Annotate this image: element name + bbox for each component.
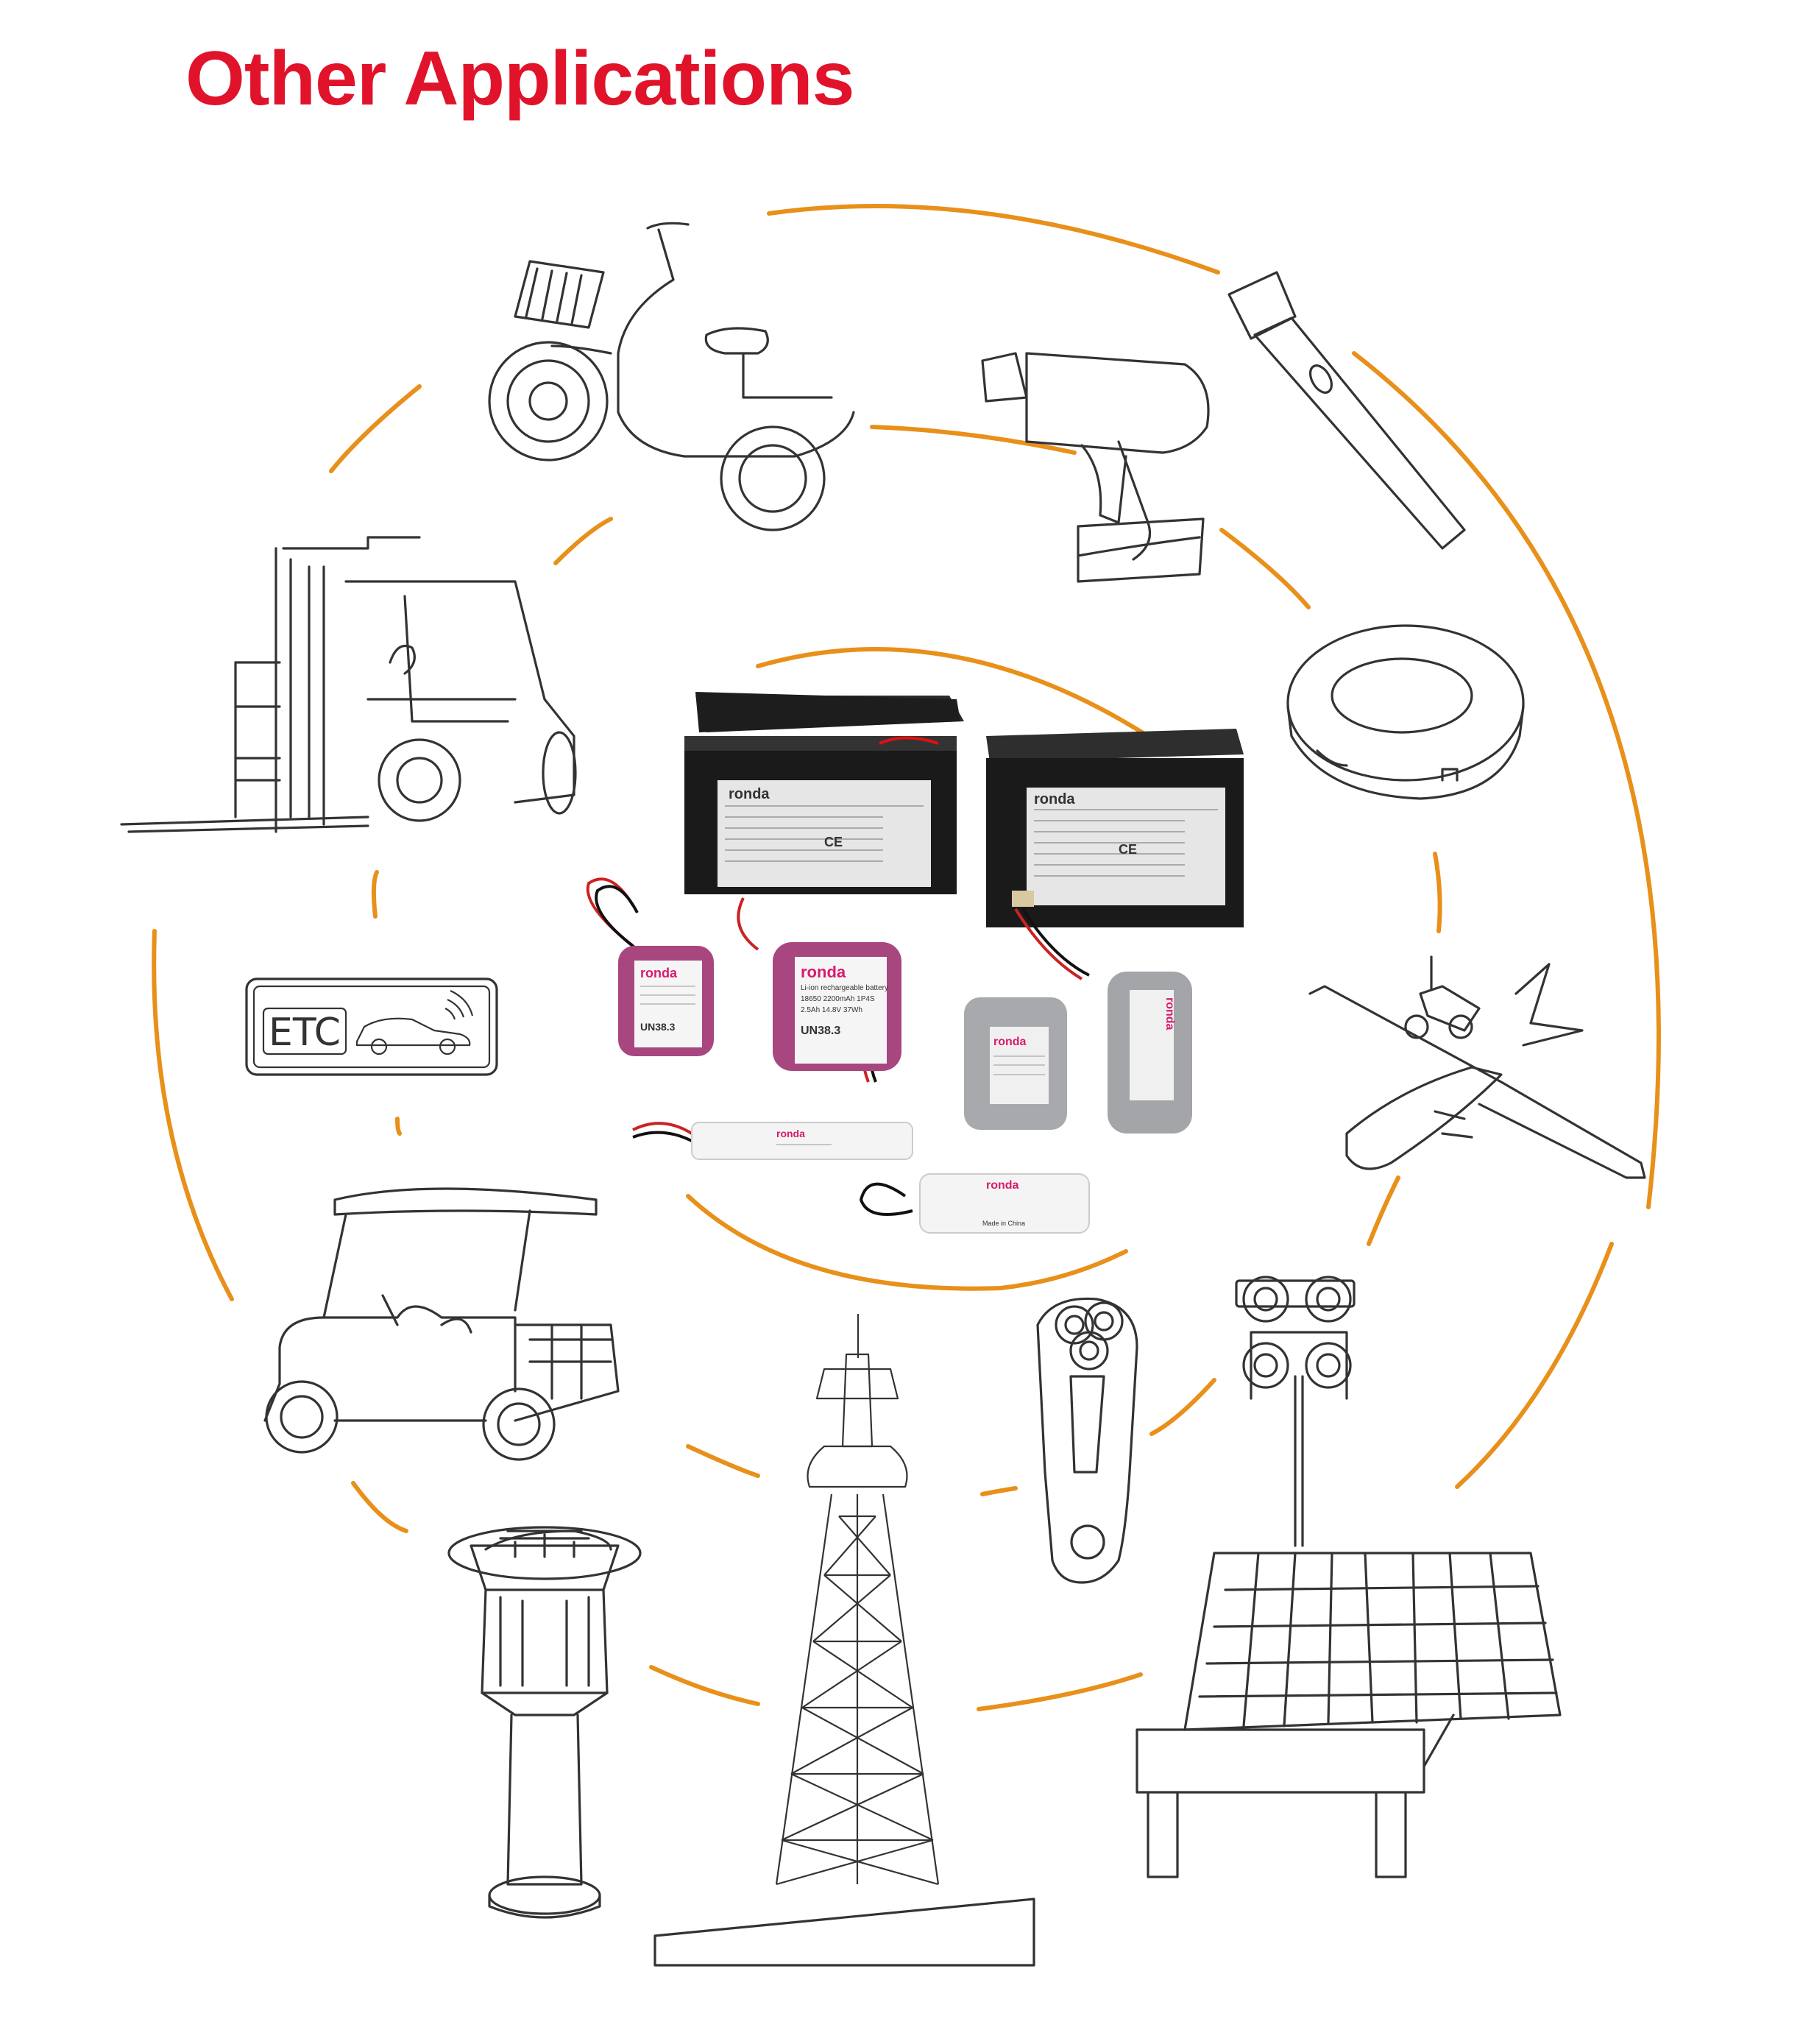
pink2-line1: Li-ion rechargeable battery <box>801 984 888 992</box>
mid-arc-1 <box>553 517 613 565</box>
stick1-brand: ronda <box>776 1128 805 1139</box>
forklift-icon <box>120 536 577 833</box>
etc-text: ETC <box>269 1011 341 1055</box>
outer-arc-left <box>152 929 234 1301</box>
airplane-icon <box>1308 955 1646 1179</box>
power-drill-icon <box>981 352 1210 583</box>
pink2-line2: 18650 2200mAh 1P4S <box>801 995 875 1003</box>
mid-arc-10 <box>395 1117 402 1136</box>
mid-arc-6 <box>1149 1378 1216 1436</box>
golf-cart-icon <box>263 1187 620 1461</box>
mid-arc-8 <box>686 1444 760 1478</box>
orange-circle-arcs <box>152 204 1661 1711</box>
stick2-brand: ronda <box>986 1179 1019 1192</box>
etc-sign: ETC <box>245 977 498 1076</box>
outer-arc-lower-left <box>351 1481 408 1533</box>
car-icon <box>355 1017 471 1055</box>
mid-arc-2 <box>870 425 1077 455</box>
pink2-brand: ronda <box>801 963 846 981</box>
outer-arc-bottom-left <box>649 1665 760 1706</box>
sla-battery-closed: ronda CE <box>986 729 1244 927</box>
electric-scooter-icon <box>488 222 855 531</box>
page-title: Other Applications <box>185 36 854 121</box>
electric-shaver-icon <box>1036 1297 1138 1584</box>
li-ion-pack-pink-1: ronda UN38.3 <box>618 946 714 1056</box>
outer-arc-right <box>1352 351 1661 1209</box>
mid-arc-4 <box>1433 852 1442 933</box>
mid-arc-5 <box>1367 1175 1400 1246</box>
robot-vacuum-icon <box>1286 624 1525 800</box>
sla-battery-open-lid: ronda CE <box>684 692 964 894</box>
silver2-brand: ronda <box>1163 997 1176 1030</box>
li-ion-pack-silver-1: ronda <box>964 997 1067 1130</box>
inner-arc-top <box>756 647 1150 738</box>
mid-arc-3 <box>1219 528 1311 609</box>
sla2-brand: ronda <box>1034 791 1075 807</box>
outer-arc-lower-right <box>1455 1242 1614 1489</box>
outer-arc-upper-left <box>329 384 422 473</box>
ni-mh-stick-pack-2: ronda Made in China <box>919 1173 1090 1234</box>
pink1-un: UN38.3 <box>640 1021 676 1033</box>
mid-arc-7 <box>980 1486 1018 1496</box>
ni-mh-stick-pack-1: ronda <box>691 1122 913 1160</box>
pink2-un: UN38.3 <box>801 1025 840 1037</box>
outer-arc-top <box>767 204 1220 275</box>
stick2-made: Made in China <box>982 1220 1025 1227</box>
li-ion-pack-pink-2: ronda Li-ion rechargeable battery 18650 … <box>773 942 901 1071</box>
outer-arc-bottom-right <box>977 1672 1143 1711</box>
silver1-brand: ronda <box>993 1036 1027 1048</box>
pink2-line3: 2.5Ah 14.8V 37Wh <box>801 1006 862 1014</box>
mid-arc-9 <box>371 870 379 919</box>
lawn-lamp-icon <box>447 1526 642 1919</box>
inner-arc-bottom <box>686 1194 1128 1291</box>
sla1-brand: ronda <box>729 786 770 802</box>
sla1-ce: CE <box>824 835 843 849</box>
sla2-ce: CE <box>1119 842 1137 857</box>
solar-light-tower-icon <box>1135 1276 1562 1878</box>
li-ion-pack-silver-2: ronda <box>1108 972 1192 1134</box>
communication-tower-icon <box>653 1314 1035 1967</box>
flashlight-icon <box>1227 271 1466 550</box>
battery-products: ronda CE ronda CE <box>586 692 1244 1234</box>
pink1-brand: ronda <box>640 966 678 980</box>
wireless-signal-icon <box>444 990 474 1020</box>
